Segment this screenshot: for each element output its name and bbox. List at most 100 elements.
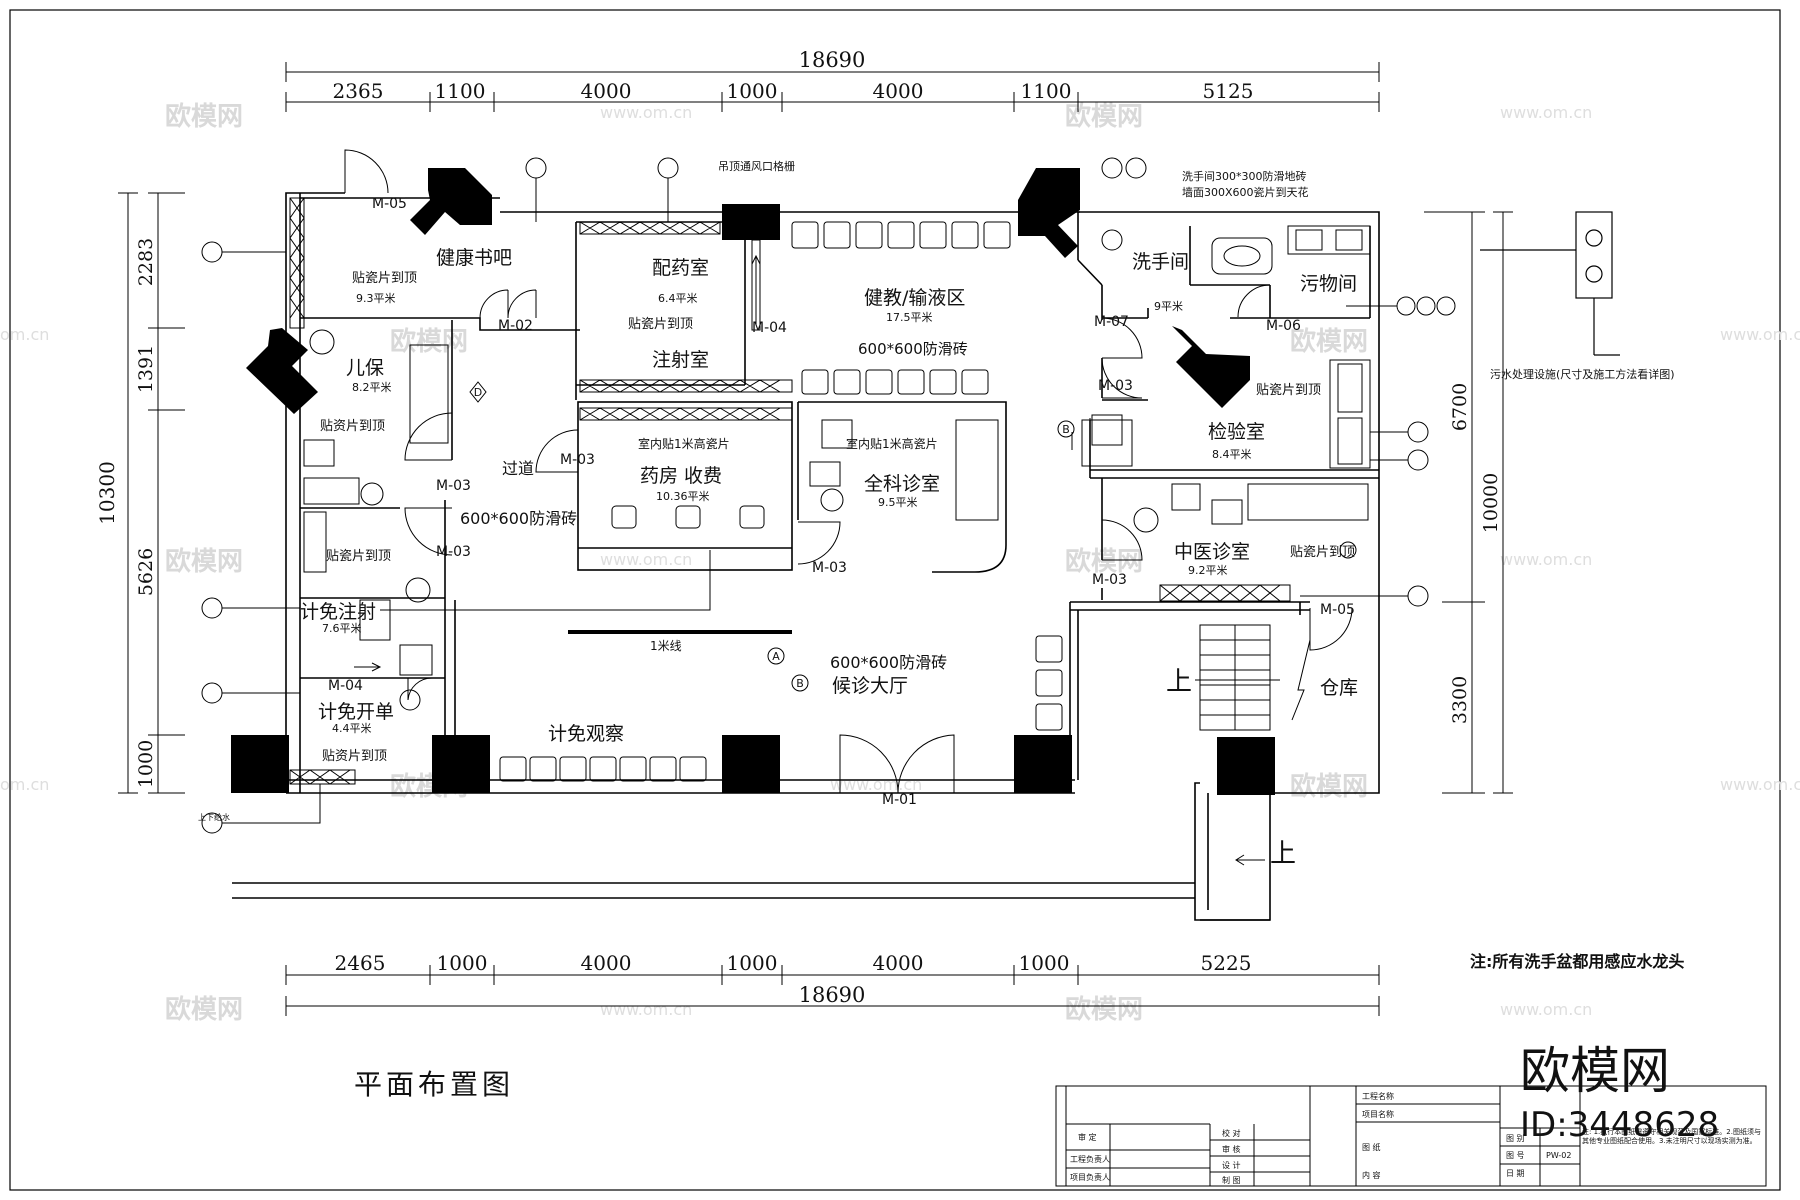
column: [1172, 326, 1250, 408]
door-m07: M-07: [1094, 314, 1129, 330]
room-jianyan: 检验室: [1208, 421, 1265, 443]
watermark-url: www.om.cn: [1500, 103, 1592, 122]
watermark-brand: 欧模网: [1290, 326, 1368, 357]
door-labels: M-05 M-02 M-04 M-03 M-03 M-03 M-03 M-03 …: [328, 196, 1355, 808]
area-jimian-kaidan: 4.4平米: [332, 722, 372, 735]
door-m02: M-02: [498, 318, 533, 334]
top-dimension-chain: [285, 62, 1380, 112]
door-m03: M-03: [436, 478, 471, 494]
room-jimian-guancha: 计免观察: [548, 723, 624, 745]
axis-marker-b: [1057, 420, 1075, 438]
overall-dimension-right: 10000: [1480, 473, 1502, 533]
room-jimian-kaidan: 计免开单: [318, 701, 394, 723]
column: [410, 168, 492, 235]
watermark-brand: 欧模网: [1065, 994, 1143, 1025]
entry-up: 上: [1270, 839, 1296, 869]
right-dimension-values: 6700 3300 10000: [1449, 383, 1502, 724]
dim-right-2: 3300: [1449, 676, 1471, 724]
area-zhongyi: 9.2平米: [1188, 564, 1228, 577]
wall-1m-tile: 室内贴1米高瓷片: [638, 436, 730, 451]
tb-right-row: 图 别: [1506, 1134, 1525, 1143]
watermark-brand: 欧模网: [165, 994, 243, 1025]
area-er-bao: 8.2平米: [352, 381, 392, 394]
tb-mid-row: 审 核: [1222, 1144, 1241, 1154]
sheet-border: [9, 9, 1781, 1191]
column: [722, 204, 780, 240]
room-jimian-zhushe: 计免注射: [300, 601, 376, 623]
door-m05: M-05: [372, 196, 407, 212]
watermark-url: www.om.cn: [1720, 775, 1800, 794]
wall-1m-tile-b: 室内贴1米高瓷片: [846, 436, 938, 451]
dim-bottom-3: 4000: [581, 951, 632, 975]
watermark-fragment: om.cn: [0, 325, 49, 344]
axis-marker-d: [469, 381, 487, 403]
corner-watermark-brand: 欧模网: [1520, 1042, 1670, 1100]
room-zhongyi: 中医诊室: [1174, 541, 1250, 563]
room-xishou: 洗手间: [1132, 251, 1189, 273]
area-jiaoshu: 17.5平米: [886, 311, 933, 324]
dim-bottom-1: 2465: [335, 951, 386, 975]
sewage-note: 污水处理设施(尺寸及施工方法看详图): [1490, 367, 1675, 381]
title-block: [1055, 1085, 1767, 1187]
watermark-brand: 欧模网: [1065, 101, 1143, 132]
room-labels: 健康书吧 贴瓷片到顶 9.3平米 儿保 8.2平米 贴资片到顶 配药室 6.4平…: [198, 159, 1358, 869]
dim-top-2: 1100: [435, 79, 486, 103]
room-yaofang: 药房 收费: [640, 465, 722, 487]
label-tile-ceiling: 贴瓷片到顶: [326, 549, 391, 564]
bottom-dimension-values: 2465 1000 4000 1000 4000 1000 5225: [335, 951, 1252, 975]
label-tile-ceiling: 贴瓷片到顶: [628, 317, 693, 332]
dim-left-4: 1000: [135, 740, 157, 788]
area-shuba: 9.3平米: [356, 292, 396, 305]
dim-top-6: 1100: [1021, 79, 1072, 103]
floor-600-c: 600*600防滑砖: [830, 653, 947, 672]
label-tile-ceiling: 贴资片到顶: [320, 419, 385, 434]
overall-dimension-top: 18690: [799, 48, 866, 72]
tb-right-row: 图 号: [1506, 1151, 1525, 1160]
room-jiankang-shuba: 健康书吧: [436, 247, 512, 269]
area-jimian-zhushe: 7.6平米: [322, 622, 362, 635]
door-m04b: M-04: [328, 678, 363, 694]
door-m03: M-03: [560, 452, 595, 468]
dim-bottom-5: 4000: [873, 951, 924, 975]
axis-marker-a: [767, 647, 785, 665]
top-dimension-values: 2365 1100 4000 1000 4000 1100 5125: [333, 79, 1254, 103]
door-swings: [344, 149, 1353, 794]
column: [246, 328, 318, 414]
room-er-bao: 儿保: [346, 357, 384, 379]
column: [432, 735, 490, 793]
column: [1018, 168, 1080, 258]
line-1m: 1米线: [650, 639, 682, 653]
tb-left-row: 工程负责人: [1070, 1154, 1110, 1164]
dim-top-1: 2365: [333, 79, 384, 103]
label-tile-ceiling: 贴瓷片到顶: [1256, 383, 1321, 398]
door-m04: M-04: [752, 320, 787, 336]
axis-label-d: D: [474, 386, 482, 399]
plan-title: 平面布置图: [354, 1068, 514, 1101]
vent-note: 吊顶通风口格栅: [718, 159, 795, 173]
room-pei-yao: 配药室: [652, 257, 709, 279]
door-m01: M-01: [882, 792, 917, 808]
structural-columns: [231, 168, 1275, 795]
tb-mid-row: 设 计: [1222, 1160, 1241, 1170]
dim-bottom-7: 5225: [1201, 951, 1252, 975]
title-block-text: 审 定 工程负责人 项目负责人 校 对 审 核 设 计 制 图 工程名称 项目名…: [1070, 1091, 1571, 1185]
dim-left-3: 5626: [135, 548, 157, 596]
dim-top-7: 5125: [1203, 79, 1254, 103]
shelving-strips: [289, 197, 1291, 785]
tb-left-row: 审 定: [1078, 1132, 1097, 1142]
floor-600-b: 600*600防滑砖: [460, 509, 577, 528]
watermark-layer: 欧模网 www.om.cn 欧模网 www.om.cn om.cn 欧模网 欧模…: [0, 101, 1800, 1025]
label-tile-ceiling: 贴资片到顶: [322, 749, 387, 764]
sewage-facility: [1480, 211, 1620, 356]
area-xishou: 9平米: [1154, 300, 1183, 313]
tb-mid-row: 校 对: [1222, 1128, 1241, 1138]
area-yaofang: 10.36平米: [656, 490, 710, 503]
tb-center-row: 工程名称: [1362, 1091, 1394, 1101]
door-m03: M-03: [1092, 572, 1127, 588]
footnote: 注:所有洗手盆都用感应水龙头: [1470, 952, 1684, 971]
left-dimension-values: 2283 1391 5626 1000: [135, 238, 157, 788]
room-zhushe: 注射室: [652, 349, 709, 371]
column: [231, 735, 289, 793]
dim-top-3: 4000: [581, 79, 632, 103]
